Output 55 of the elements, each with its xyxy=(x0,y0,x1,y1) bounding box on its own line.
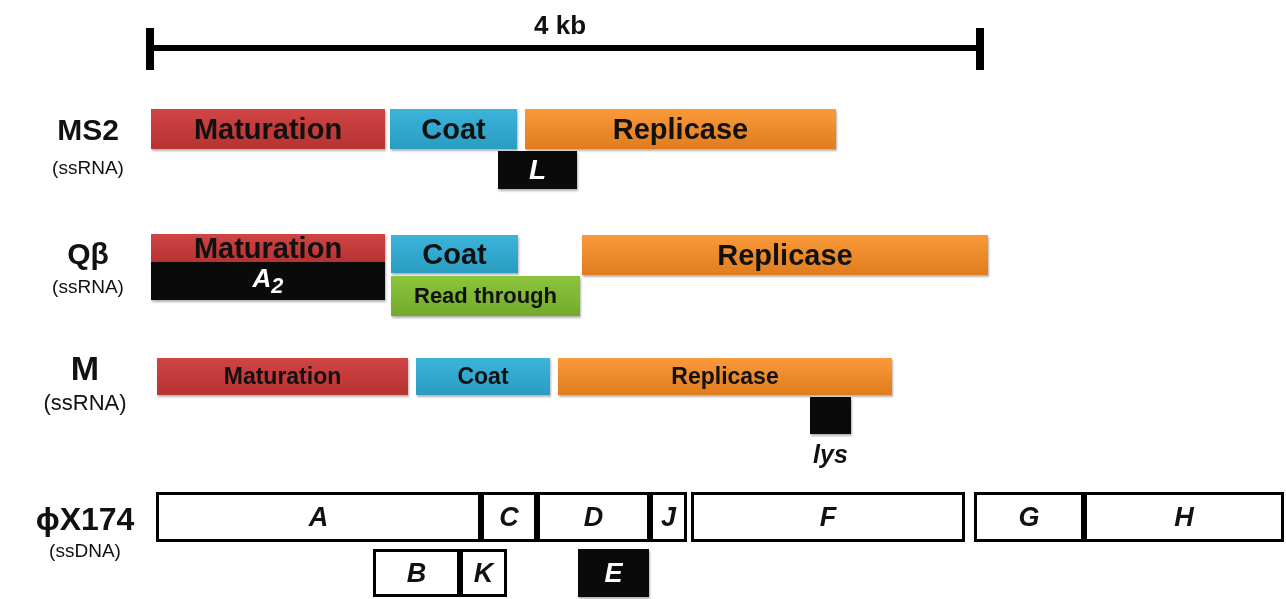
gene-box xyxy=(691,492,965,542)
gene-name: C xyxy=(499,503,519,531)
gene-name: Coat xyxy=(422,239,487,269)
gene-name: Read through xyxy=(414,285,557,307)
phage-name: MS2 xyxy=(57,115,119,145)
genome-type: (ssRNA) xyxy=(52,158,124,177)
gene-name: Replicase xyxy=(671,365,779,388)
gene-name: G xyxy=(1018,503,1040,531)
gene-name: E xyxy=(604,559,623,587)
gene-bar xyxy=(391,235,518,273)
gene-box xyxy=(156,492,481,542)
gene-name: Maturation xyxy=(223,365,342,388)
gene-bar xyxy=(498,151,577,189)
phage-name: M xyxy=(70,351,100,385)
gene-box xyxy=(537,492,650,542)
gene-name: K xyxy=(473,559,494,587)
gene-name: Coat xyxy=(421,114,486,144)
genome-type: (ssRNA) xyxy=(52,277,124,296)
gene-bar xyxy=(391,276,580,316)
gene-name: A$_{2}$ xyxy=(252,265,284,297)
gene-name: A xyxy=(308,503,329,531)
gene-bar xyxy=(582,235,988,275)
gene-name: lys xyxy=(813,442,848,467)
gene-box xyxy=(373,549,460,597)
genome-type: (ssRNA) xyxy=(43,392,127,414)
gene-box xyxy=(974,492,1084,542)
gene-box xyxy=(1084,492,1284,542)
gene-name: Maturation xyxy=(193,114,343,144)
gene-bar xyxy=(157,358,408,395)
genome-type: (ssDNA) xyxy=(49,541,121,560)
gene-name: L xyxy=(528,156,547,184)
gene-bar xyxy=(558,358,892,395)
gene-bar xyxy=(151,262,385,300)
gene-name: J xyxy=(661,503,676,531)
gene-name: Replicase xyxy=(717,240,853,270)
gene-name: B xyxy=(406,559,427,587)
gene-box xyxy=(481,492,537,542)
gene-bar xyxy=(390,109,517,149)
gene-bar xyxy=(416,358,550,395)
phage-name: ϕX174 xyxy=(35,503,135,535)
gene-name: F xyxy=(819,503,837,531)
gene-bar xyxy=(151,234,385,262)
gene-box xyxy=(460,549,507,597)
scale-label: 4 kb xyxy=(534,12,586,38)
gene-bar xyxy=(578,549,649,597)
gene-name: Maturation xyxy=(193,234,343,263)
gene-bar xyxy=(525,109,836,149)
gene-bar xyxy=(810,397,851,434)
gene-name: H xyxy=(1174,503,1194,531)
gene-name: D xyxy=(583,503,604,531)
phage-name: Qβ xyxy=(67,239,109,269)
gene-name: Replicase xyxy=(612,114,749,144)
gene-box xyxy=(650,492,687,542)
gene-bar xyxy=(151,109,385,149)
gene-name: Coat xyxy=(457,365,509,388)
